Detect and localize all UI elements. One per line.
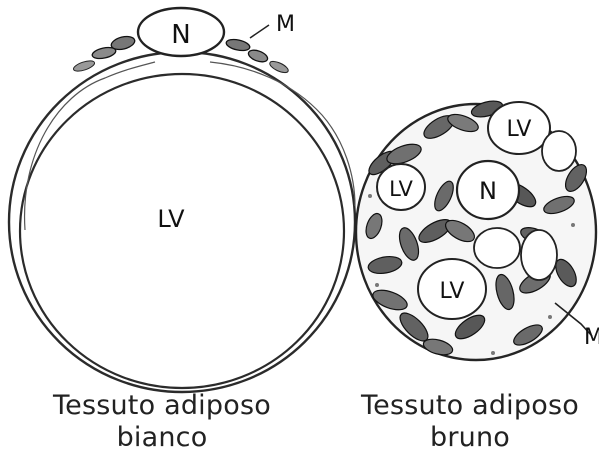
granule-2 — [375, 283, 379, 287]
brown-adipose-caption: Tessuto adiposo bruno — [320, 390, 599, 454]
white-mitochondrion-4 — [247, 48, 269, 64]
white-adipose-caption: Tessuto adiposo bianco — [12, 390, 312, 454]
white-adipose-caption-line1: Tessuto adiposo — [12, 390, 312, 422]
brown-lipid-vacuole-label-3: LV — [440, 279, 465, 304]
brown-lipid-vacuole-label-2: LV — [507, 117, 532, 142]
brown-adipose-cell: LV LV LV N M — [356, 98, 599, 360]
brown-cell-nucleus-label: N — [479, 177, 497, 205]
granule-5 — [571, 223, 575, 227]
white-mitochondrion-6 — [268, 59, 290, 75]
granule-7 — [491, 351, 495, 355]
white-mitochondrion-2 — [91, 46, 117, 61]
white-mitochondrion-5 — [72, 59, 95, 73]
white-mitochondria-label: M — [276, 12, 295, 37]
white-adipose-caption-line2: bianco — [12, 422, 312, 454]
white-mitochondrion-3 — [225, 38, 251, 53]
white-adipose-cell: N M LV — [9, 8, 355, 392]
brown-lipid-droplet-3 — [542, 131, 576, 171]
white-mitochondria-pointer-line — [250, 25, 269, 38]
cytoplasm-border-left — [25, 62, 155, 230]
brown-mitochondria-label: M — [584, 325, 599, 350]
brown-lipid-vacuole-label-1: LV — [389, 177, 413, 201]
white-cell-lipid-vacuole-label: LV — [157, 205, 185, 233]
white-cell-nucleus-label: N — [171, 20, 190, 50]
brown-adipose-caption-line2: bruno — [320, 422, 599, 454]
brown-lipid-droplet-1 — [474, 228, 520, 268]
granule-1 — [368, 194, 372, 198]
brown-adipose-caption-line1: Tessuto adiposo — [320, 390, 599, 422]
brown-lipid-droplet-2 — [521, 230, 557, 280]
granule-6 — [548, 315, 552, 319]
cytoplasm-border-right — [210, 62, 355, 206]
